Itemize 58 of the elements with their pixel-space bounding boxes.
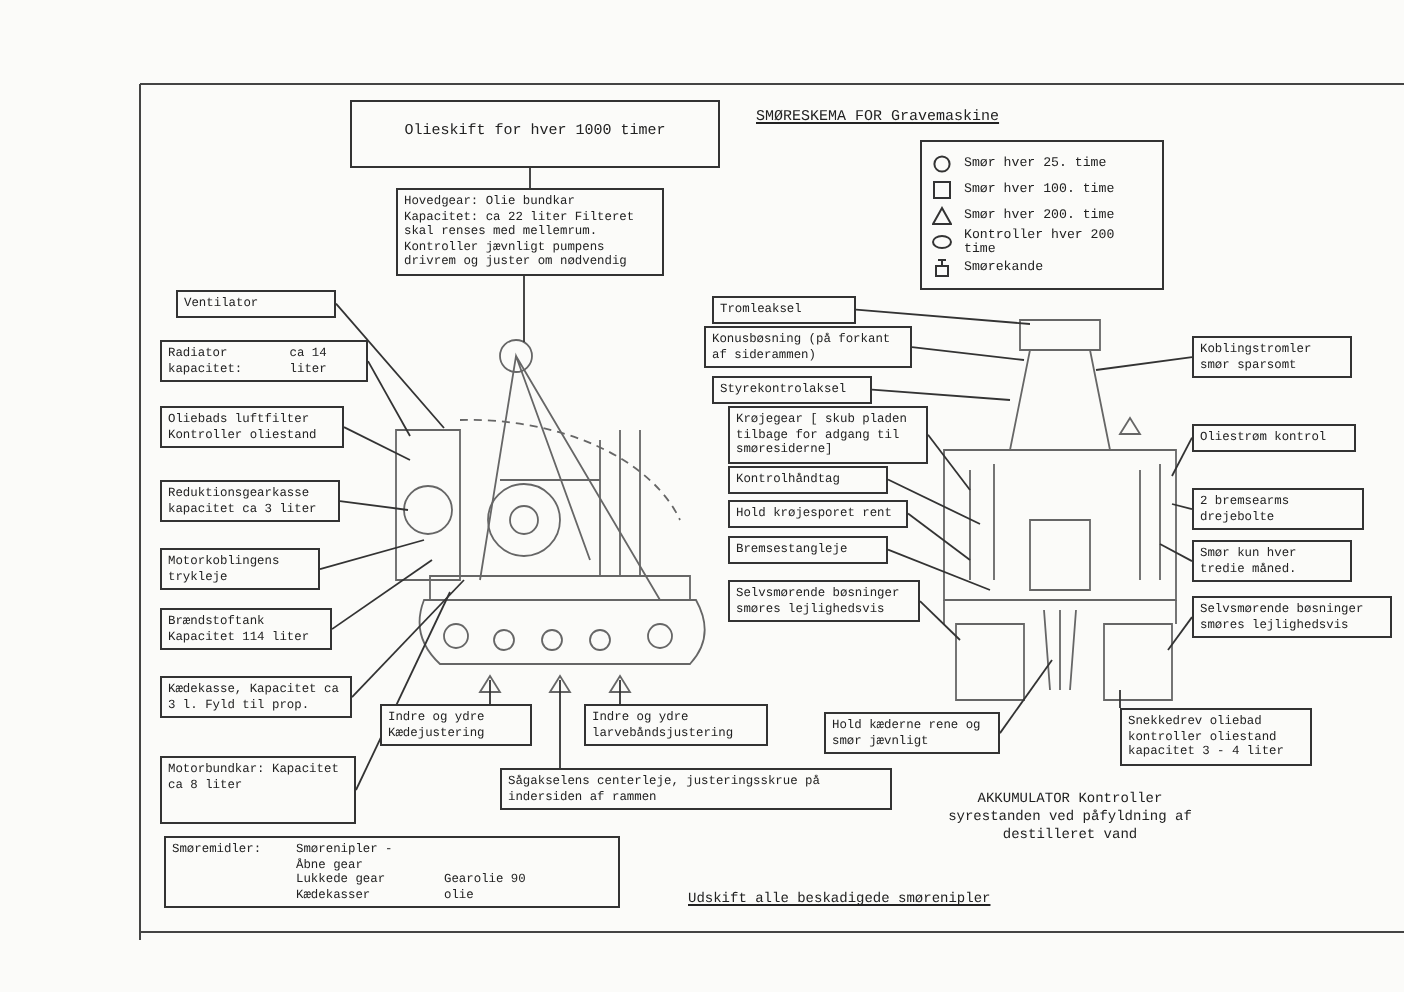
callout-box — [728, 466, 888, 494]
callout-box — [160, 676, 352, 719]
callout-box — [160, 480, 340, 523]
leader-line — [1119, 689, 1121, 709]
leader-line — [927, 433, 971, 491]
turntable-drawing — [943, 319, 1177, 701]
leader-line — [331, 559, 433, 631]
connector-line — [529, 167, 531, 189]
callout-box — [728, 500, 908, 528]
callout-box — [160, 406, 344, 449]
callout-box — [728, 580, 920, 623]
leader-line — [335, 302, 445, 429]
callout-box — [176, 290, 336, 318]
callout-box — [584, 704, 768, 747]
leader-line — [999, 659, 1053, 735]
callout-box — [380, 704, 532, 747]
leader-line — [1159, 543, 1193, 563]
lubricant-table-box — [164, 836, 620, 909]
leader-line — [1171, 436, 1193, 477]
callout-box — [1192, 596, 1392, 639]
leader-line — [887, 478, 981, 525]
callout-box — [712, 376, 872, 404]
callout-box — [160, 548, 320, 591]
leader-line — [351, 579, 465, 699]
callout-box — [1192, 540, 1352, 583]
leader-line — [559, 679, 561, 769]
callout-box — [1120, 708, 1312, 766]
callout-box — [160, 340, 368, 383]
callout-box — [1192, 424, 1356, 452]
leader-line — [619, 679, 621, 705]
leader-line — [871, 388, 1011, 401]
callout-box — [704, 326, 912, 369]
leader-line — [1171, 503, 1193, 511]
leader-line — [887, 548, 991, 591]
leader-line — [343, 426, 411, 461]
callout-box — [160, 608, 332, 651]
callout-box — [1192, 336, 1352, 379]
callout-box — [728, 536, 888, 564]
leader-line — [339, 500, 409, 511]
callout-box — [500, 768, 892, 811]
callout-box — [728, 406, 928, 464]
callout-box — [712, 296, 856, 324]
callout-box — [160, 756, 356, 824]
leader-line — [919, 600, 961, 641]
leader-line — [855, 308, 1031, 325]
note-box — [350, 100, 720, 168]
excavator-drawing — [395, 339, 706, 693]
leader-line — [1095, 356, 1193, 371]
leader-line — [367, 360, 411, 437]
leader-line — [319, 539, 425, 571]
leader-line — [911, 346, 1025, 361]
leader-line — [489, 679, 491, 705]
callout-box — [824, 712, 1000, 755]
callout-box — [1192, 488, 1364, 531]
leader-line — [523, 274, 525, 343]
leader-line — [907, 512, 971, 561]
leader-line — [1167, 616, 1193, 651]
callout-box — [396, 188, 664, 276]
